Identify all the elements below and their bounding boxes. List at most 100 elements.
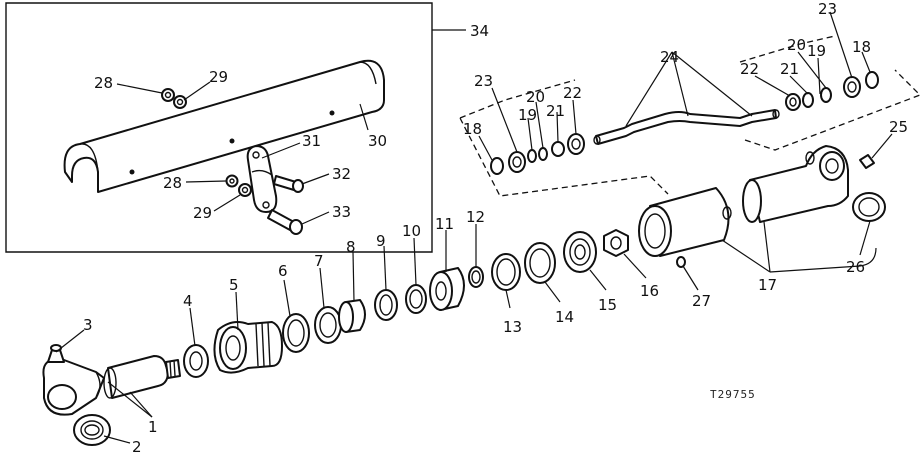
ring-21-right bbox=[802, 92, 814, 108]
label-9: 9 bbox=[376, 232, 386, 250]
label-17: 17 bbox=[758, 276, 777, 294]
rod-eye-1 bbox=[42, 358, 105, 416]
label-4: 4 bbox=[183, 292, 193, 310]
bushing-2 bbox=[73, 414, 111, 446]
ring-9 bbox=[374, 289, 398, 321]
label-23a: 23 bbox=[474, 72, 493, 90]
label-10: 10 bbox=[402, 222, 421, 240]
label-24: 24 bbox=[660, 48, 679, 66]
fitting-23-right bbox=[843, 76, 861, 98]
label-18b: 18 bbox=[852, 38, 871, 56]
label-13: 13 bbox=[503, 318, 522, 336]
leader-31 bbox=[261, 142, 301, 159]
washer-29-lower bbox=[238, 183, 252, 197]
label-20a: 20 bbox=[526, 88, 545, 106]
wiper-4 bbox=[183, 344, 209, 378]
oring-18-right bbox=[865, 71, 879, 89]
dash-right-cluster bbox=[739, 35, 922, 151]
label-19a: 19 bbox=[518, 106, 537, 124]
washer-29-upper bbox=[173, 95, 187, 109]
nut-28-upper bbox=[161, 88, 175, 102]
label-1: 1 bbox=[148, 418, 158, 436]
ring-7 bbox=[314, 306, 342, 344]
bushing-26 bbox=[852, 192, 886, 222]
ring-6 bbox=[282, 313, 310, 353]
guard-30 bbox=[63, 59, 385, 193]
label-19b: 19 bbox=[807, 42, 826, 60]
label-7: 7 bbox=[314, 252, 324, 270]
label-14: 14 bbox=[555, 308, 574, 326]
label-32: 32 bbox=[332, 165, 351, 183]
leader-33 bbox=[301, 211, 330, 225]
label-11: 11 bbox=[435, 215, 454, 233]
label-22a: 22 bbox=[563, 84, 582, 102]
grease-fitting-25 bbox=[859, 154, 875, 169]
nut-16 bbox=[603, 229, 629, 257]
barrel-17 bbox=[638, 187, 732, 257]
label-28a: 28 bbox=[94, 74, 113, 92]
piston-11 bbox=[429, 267, 465, 311]
label-3: 3 bbox=[83, 316, 93, 334]
label-21a: 21 bbox=[546, 102, 565, 120]
leader-28a bbox=[116, 83, 163, 94]
inset-box bbox=[5, 2, 433, 253]
label-34: 34 bbox=[470, 22, 489, 40]
label-21b: 21 bbox=[780, 60, 799, 78]
bolt-32 bbox=[273, 175, 304, 193]
label-27: 27 bbox=[692, 292, 711, 310]
figure-id: T29755 bbox=[710, 388, 756, 401]
leaders-main bbox=[55, 11, 893, 444]
leader-28b bbox=[185, 180, 227, 183]
sleeve-8 bbox=[338, 299, 366, 333]
fitting-22-left bbox=[567, 133, 585, 155]
label-25: 25 bbox=[889, 118, 908, 136]
label-30: 30 bbox=[368, 132, 387, 150]
label-33: 33 bbox=[332, 203, 351, 221]
label-29b: 29 bbox=[193, 204, 212, 222]
grease-fitting-3 bbox=[47, 344, 65, 363]
gland-5 bbox=[213, 321, 283, 374]
leader-32 bbox=[301, 173, 330, 185]
oring-18-left bbox=[490, 157, 504, 175]
bracket-31 bbox=[246, 145, 278, 213]
label-22b: 22 bbox=[740, 60, 759, 78]
label-23b: 23 bbox=[818, 0, 837, 18]
plug-27 bbox=[676, 256, 686, 268]
tube-24 bbox=[593, 109, 780, 145]
ring-20-right bbox=[820, 87, 832, 103]
fitting-23-left bbox=[508, 151, 526, 173]
label-18a: 18 bbox=[463, 120, 482, 138]
label-31: 31 bbox=[302, 132, 321, 150]
oring-12 bbox=[468, 266, 484, 288]
label-26: 26 bbox=[846, 258, 865, 276]
label-6: 6 bbox=[278, 262, 288, 280]
leader-29a bbox=[183, 81, 211, 101]
dash-left-cluster bbox=[459, 79, 669, 197]
label-28b: 28 bbox=[163, 174, 182, 192]
label-16: 16 bbox=[640, 282, 659, 300]
ring-19-left bbox=[527, 149, 537, 163]
piston-head-15 bbox=[563, 231, 597, 273]
label-20b: 20 bbox=[787, 36, 806, 54]
part-labels: 1 2 3 4 5 6 7 8 9 10 11 12 13 14 15 16 1… bbox=[83, 0, 908, 456]
label-5: 5 bbox=[229, 276, 239, 294]
fitting-22-right bbox=[785, 93, 801, 111]
ring-13 bbox=[491, 253, 521, 291]
barrel-end-17 bbox=[742, 145, 849, 223]
bolt-33 bbox=[267, 209, 303, 235]
ring-21-left bbox=[551, 141, 565, 157]
nut-28-lower bbox=[225, 174, 239, 188]
ring-14 bbox=[524, 242, 556, 284]
ring-10 bbox=[405, 284, 427, 314]
label-29a: 29 bbox=[209, 68, 228, 86]
label-2: 2 bbox=[132, 438, 142, 456]
ring-20-left bbox=[538, 147, 548, 161]
leader-30 bbox=[359, 103, 369, 131]
label-12: 12 bbox=[466, 208, 485, 226]
label-8: 8 bbox=[346, 238, 356, 256]
leader-29b bbox=[213, 194, 241, 212]
label-15: 15 bbox=[598, 296, 617, 314]
piston-rod-1 bbox=[103, 355, 181, 399]
